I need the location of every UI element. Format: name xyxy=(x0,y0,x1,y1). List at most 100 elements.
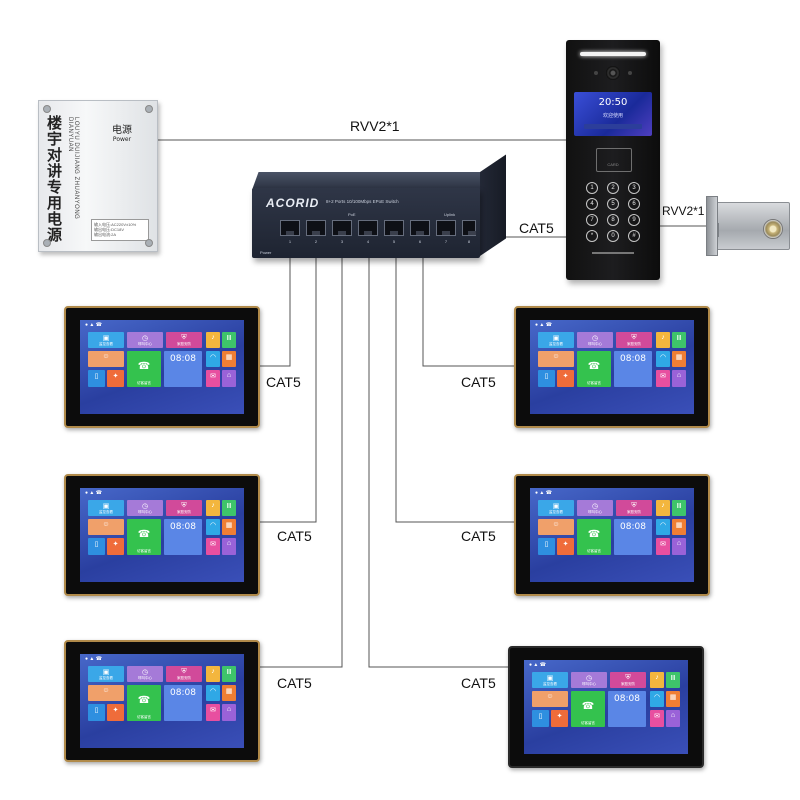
tile-side[interactable]: ▦ xyxy=(666,691,680,707)
monitor-screen[interactable]: ● ▲ ☎ ▣ 监控查看 ◷ 呼叫中心 ⛨ 家庭安防 ☺ ☎ xyxy=(80,488,244,582)
tile-side[interactable]: Ⅲ xyxy=(222,500,236,516)
tile-call-center[interactable]: ◷ 呼叫中心 xyxy=(571,672,607,688)
tile-settings[interactable]: ✦ xyxy=(107,370,124,387)
keypad-key[interactable]: 8 xyxy=(607,214,619,226)
tile-side[interactable]: ▦ xyxy=(672,351,686,367)
keypad-key[interactable]: 4 xyxy=(586,198,598,210)
keypad-key[interactable]: 0 xyxy=(607,230,619,242)
tile-side[interactable]: ◠ xyxy=(656,519,670,535)
tile-intercom[interactable]: ☎ 访客留言 xyxy=(127,685,161,721)
tile-side[interactable]: ⌂ xyxy=(222,538,236,555)
tile-settings[interactable]: ✦ xyxy=(557,538,574,555)
label-door-lock: RVV2*1 xyxy=(662,204,705,218)
tile-side[interactable]: ✉ xyxy=(656,538,670,555)
tile-side[interactable]: ◠ xyxy=(206,351,220,367)
tile-side[interactable]: ♪ xyxy=(650,672,664,688)
monitor-screen[interactable]: ● ▲ ☎ ▣ 监控查看 ◷ 呼叫中心 ⛨ 家庭安防 ☺ ☎ xyxy=(530,320,694,414)
monitor-screen[interactable]: ● ▲ ☎ ▣ 监控查看 ◷ 呼叫中心 ⛨ 家庭安防 ☺ ☎ xyxy=(530,488,694,582)
tile-intercom[interactable]: ☎ 访客留言 xyxy=(577,519,611,555)
tile-side[interactable]: Ⅲ xyxy=(666,672,680,688)
tile-monitor-view[interactable]: ▣ 监控查看 xyxy=(88,500,124,516)
tile-visitor[interactable]: ☺ xyxy=(532,691,568,707)
tile-intercom[interactable]: ☎ 访客留言 xyxy=(577,351,611,387)
phone-icon: ☎ xyxy=(587,529,601,540)
keypad-key[interactable]: 2 xyxy=(607,182,619,194)
tile-side[interactable]: ◠ xyxy=(650,691,664,707)
tile-settings[interactable]: ✦ xyxy=(557,370,574,387)
tile-side[interactable]: ⌂ xyxy=(222,704,236,721)
tile-side[interactable]: Ⅲ xyxy=(222,332,236,348)
tile-visitor[interactable]: ☺ xyxy=(538,351,574,367)
tile-side[interactable]: ✉ xyxy=(650,710,664,727)
tile-side[interactable]: ♪ xyxy=(206,666,220,682)
tile-side[interactable]: ◠ xyxy=(206,685,220,701)
tile-door[interactable]: ▯ xyxy=(538,370,555,387)
tile-door[interactable]: ▯ xyxy=(88,370,105,387)
tile-settings[interactable]: ✦ xyxy=(551,710,568,727)
tile-visitor[interactable]: ☺ xyxy=(538,519,574,535)
tile-monitor-view[interactable]: ▣ 监控查看 xyxy=(88,666,124,682)
tile-side[interactable]: ◠ xyxy=(206,519,220,535)
tile-side[interactable]: ▦ xyxy=(222,519,236,535)
keypad-key[interactable]: # xyxy=(628,230,640,242)
tile-intercom[interactable]: ☎ 访客留言 xyxy=(571,691,605,727)
tile-security[interactable]: ⛨ 家庭安防 xyxy=(616,500,652,516)
tile-security[interactable]: ⛨ 家庭安防 xyxy=(166,666,202,682)
keypad-key[interactable]: 7 xyxy=(586,214,598,226)
tile-intercom[interactable]: ☎ 访客留言 xyxy=(127,351,161,387)
keypad-key[interactable]: * xyxy=(586,230,598,242)
tile-side[interactable]: ✉ xyxy=(656,370,670,387)
tile-security[interactable]: ⛨ 家庭安防 xyxy=(616,332,652,348)
tile-side[interactable]: ✉ xyxy=(206,704,220,721)
tile-side[interactable]: ♪ xyxy=(656,332,670,348)
tile-monitor-view[interactable]: ▣ 监控查看 xyxy=(532,672,568,688)
tile-call-center[interactable]: ◷ 呼叫中心 xyxy=(127,666,163,682)
tile-door[interactable]: ▯ xyxy=(532,710,549,727)
monitor-screen[interactable]: ● ▲ ☎ ▣ 监控查看 ◷ 呼叫中心 ⛨ 家庭安防 ☺ ☎ xyxy=(80,320,244,414)
keypad-key[interactable]: 5 xyxy=(607,198,619,210)
tile-side[interactable]: ◠ xyxy=(656,351,670,367)
tile-security[interactable]: ⛨ 家庭安防 xyxy=(166,332,202,348)
tile-security[interactable]: ⛨ 家庭安防 xyxy=(610,672,646,688)
tile-side[interactable]: ⌂ xyxy=(672,538,686,555)
tile-visitor[interactable]: ☺ xyxy=(88,519,124,535)
tile-call-center[interactable]: ◷ 呼叫中心 xyxy=(577,500,613,516)
tile-side[interactable]: ♪ xyxy=(206,500,220,516)
keypad-key[interactable]: 9 xyxy=(628,214,640,226)
tile-visitor[interactable]: ☺ xyxy=(88,685,124,701)
tile-side[interactable]: Ⅲ xyxy=(672,500,686,516)
tile-side[interactable]: ♪ xyxy=(656,500,670,516)
tile-side[interactable]: ⌂ xyxy=(222,370,236,387)
lock-cylinder-icon xyxy=(763,219,783,239)
tile-door[interactable]: ▯ xyxy=(88,704,105,721)
tile-side[interactable]: ✉ xyxy=(206,538,220,555)
tile-monitor-view[interactable]: ▣ 监控查看 xyxy=(538,332,574,348)
tile-side[interactable]: ⌂ xyxy=(672,370,686,387)
tile-settings[interactable]: ✦ xyxy=(107,704,124,721)
tile-intercom[interactable]: ☎ 访客留言 xyxy=(127,519,161,555)
tile-door[interactable]: ▯ xyxy=(538,538,555,555)
keypad-key[interactable]: 3 xyxy=(628,182,640,194)
tile-side[interactable]: Ⅲ xyxy=(222,666,236,682)
shield-icon: ⛨ xyxy=(181,502,187,509)
keypad-key[interactable]: 6 xyxy=(628,198,640,210)
monitor-screen[interactable]: ● ▲ ☎ ▣ 监控查看 ◷ 呼叫中心 ⛨ 家庭安防 ☺ ☎ xyxy=(524,660,688,754)
tile-side[interactable]: Ⅲ xyxy=(672,332,686,348)
tile-security[interactable]: ⛨ 家庭安防 xyxy=(166,500,202,516)
tile-side[interactable]: ✉ xyxy=(206,370,220,387)
tile-call-center[interactable]: ◷ 呼叫中心 xyxy=(127,500,163,516)
tile-monitor-view[interactable]: ▣ 监控查看 xyxy=(538,500,574,516)
tile-visitor[interactable]: ☺ xyxy=(88,351,124,367)
tile-door[interactable]: ▯ xyxy=(88,538,105,555)
tile-call-center[interactable]: ◷ 呼叫中心 xyxy=(577,332,613,348)
tile-side[interactable]: ⌂ xyxy=(666,710,680,727)
tile-side[interactable]: ▦ xyxy=(222,351,236,367)
monitor-screen[interactable]: ● ▲ ☎ ▣ 监控查看 ◷ 呼叫中心 ⛨ 家庭安防 ☺ ☎ xyxy=(80,654,244,748)
tile-monitor-view[interactable]: ▣ 监控查看 xyxy=(88,332,124,348)
keypad-key[interactable]: 1 xyxy=(586,182,598,194)
tile-side[interactable]: ♪ xyxy=(206,332,220,348)
tile-call-center[interactable]: ◷ 呼叫中心 xyxy=(127,332,163,348)
tile-side[interactable]: ▦ xyxy=(222,685,236,701)
tile-settings[interactable]: ✦ xyxy=(107,538,124,555)
tile-side[interactable]: ▦ xyxy=(672,519,686,535)
